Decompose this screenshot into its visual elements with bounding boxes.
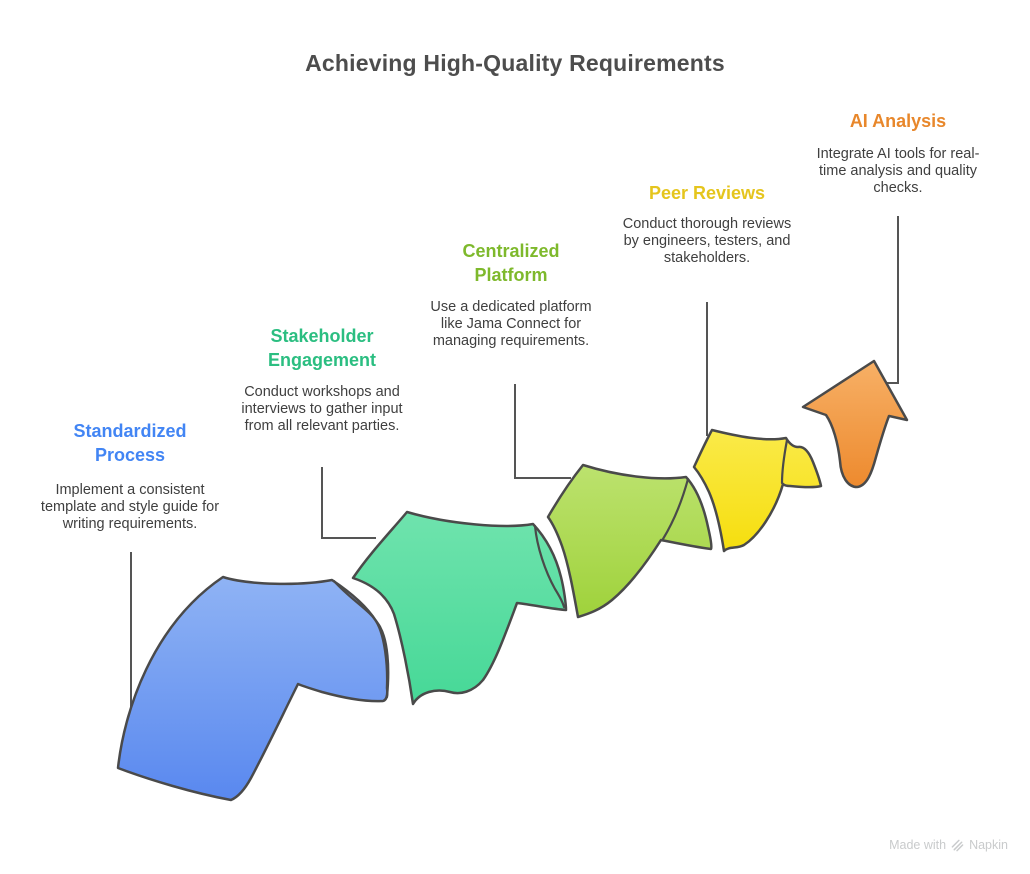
step-description: Conduct workshops and interviews to gath… bbox=[241, 384, 403, 434]
step-description: Integrate AI tools for real-time analysi… bbox=[816, 146, 980, 196]
step-heading: Standardized Process bbox=[73, 421, 187, 465]
page-title: Achieving High-Quality Requirements bbox=[305, 50, 725, 76]
step-heading: AI Analysis bbox=[849, 111, 947, 131]
fold-line-olive bbox=[661, 477, 690, 541]
wave-centralized-platform bbox=[546, 463, 713, 619]
step-centralized-platform: Centralized Platform Use a dedicated pla… bbox=[426, 239, 596, 350]
fold-line-blue bbox=[332, 579, 390, 699]
watermark-text: Made with bbox=[889, 838, 947, 852]
connector-step-3 bbox=[514, 384, 571, 479]
fold-line-yellow bbox=[780, 438, 789, 485]
wave-standardized-process bbox=[116, 575, 389, 802]
step-heading: Stakeholder Engagement bbox=[267, 326, 377, 370]
wave-peer-reviews bbox=[692, 428, 823, 553]
step-standardized-process: Standardized Process Implement a consist… bbox=[35, 419, 225, 533]
step-ai-analysis: AI Analysis Integrate AI tools for real-… bbox=[808, 109, 988, 197]
step-heading: Peer Reviews bbox=[648, 183, 766, 203]
wave-arrow-ai-analysis bbox=[801, 359, 909, 489]
wave-stakeholder-engagement bbox=[351, 510, 568, 706]
ribbon-fold-lines bbox=[332, 438, 789, 699]
step-description: Use a dedicated platform like Jama Conne… bbox=[430, 299, 592, 349]
connector-step-5 bbox=[887, 216, 899, 384]
connector-step-2 bbox=[321, 467, 376, 539]
watermark: Made with Napkin bbox=[889, 838, 1008, 852]
step-stakeholder-engagement: Stakeholder Engagement Conduct workshops… bbox=[232, 324, 412, 435]
fold-line-green bbox=[533, 524, 566, 609]
watermark-brand: Napkin bbox=[969, 838, 1008, 852]
step-heading: Centralized Platform bbox=[462, 241, 560, 285]
step-description: Implement a consistent template and styl… bbox=[40, 482, 220, 532]
napkin-logo-icon bbox=[951, 839, 964, 851]
step-description: Conduct thorough reviews by engineers, t… bbox=[622, 216, 792, 266]
step-peer-reviews: Peer Reviews Conduct thorough reviews by… bbox=[622, 181, 792, 267]
connector-lines bbox=[130, 216, 899, 724]
